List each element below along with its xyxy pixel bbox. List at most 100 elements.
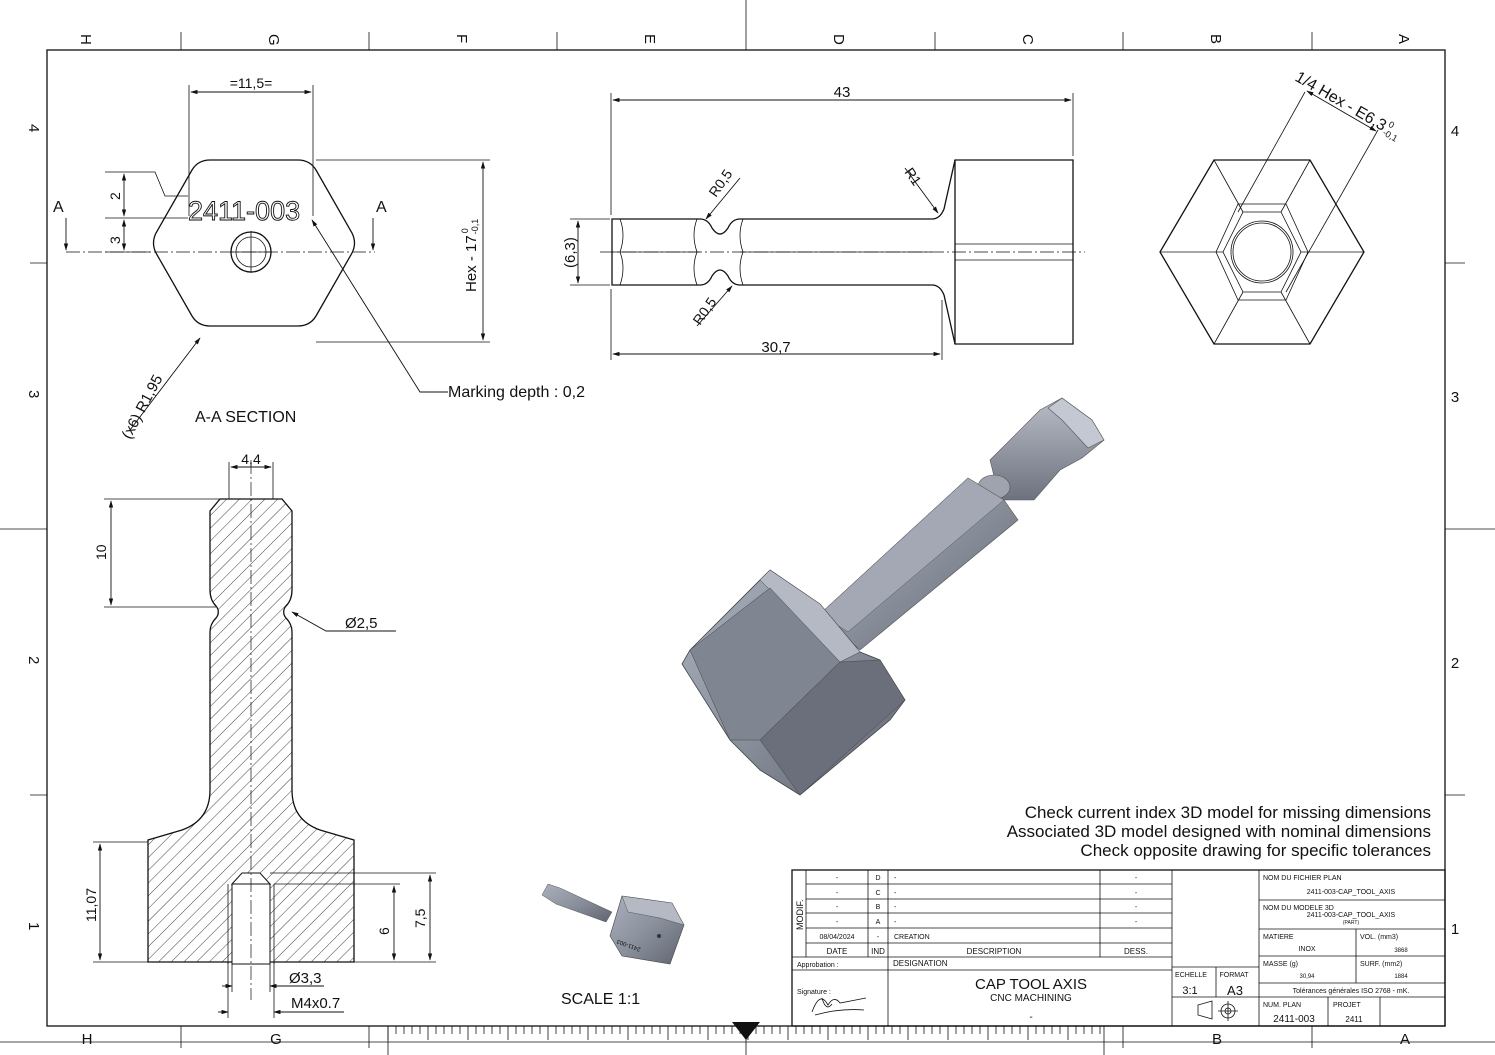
column-label-bottom: A [1400, 1031, 1410, 1048]
column-label-top: A [1395, 34, 1412, 44]
rev-date: - [836, 919, 839, 926]
rev-date: - [836, 890, 839, 897]
note-1: Check current index 3D model for missing… [1025, 803, 1431, 822]
signature-label: Signature : [797, 989, 831, 996]
rev-dess: - [1135, 875, 1138, 882]
num-plan: 2411-003 [1273, 1014, 1315, 1025]
column-label-bottom: H [82, 1031, 93, 1048]
echelle-value: 3:1 [1182, 985, 1197, 997]
row-label-left: 2 [25, 656, 42, 664]
col-ind: IND [871, 947, 885, 956]
rev-ind: A [876, 919, 881, 926]
rev-ind: B [876, 904, 881, 911]
length-shank: 30,7 [761, 339, 790, 356]
end-hex-label: 1/4 Hex - E6,30-0,1 [1292, 67, 1405, 144]
rev-desc: - [894, 919, 897, 926]
matiere-label: MATIERE [1263, 934, 1294, 941]
width-dim: =11,5= [230, 75, 273, 91]
row-label-right: 3 [1451, 389, 1459, 406]
vol-label: VOL. (mm3) [1360, 934, 1398, 941]
nom-modele-label: NOM DU MODELE 3D [1263, 905, 1334, 912]
dim-11-07: 11,07 [83, 888, 99, 922]
section-title: A-A SECTION [195, 409, 296, 426]
nom-modele-sub: (PART) [1343, 920, 1360, 926]
rev-date: - [836, 875, 839, 882]
approbation-label: Approbation : [797, 962, 839, 969]
bore-dia: Ø3,3 [289, 970, 322, 987]
top-width-dim: 4,4 [241, 451, 261, 467]
rev-ind: C [875, 890, 880, 897]
format-value: A3 [1227, 983, 1243, 998]
signature-scribble [811, 997, 867, 1016]
drawing-subtitle: CNC MACHINING [990, 993, 1072, 1004]
row-label-left: 3 [25, 390, 42, 398]
rev-desc: - [894, 904, 897, 911]
projection-symbol-icon [1197, 1000, 1238, 1021]
length-total: 43 [834, 84, 851, 101]
nom-modele: 2411-003-CAP_TOOL_AXIS [1307, 912, 1396, 919]
notes: Check current index 3D model for missing… [1007, 803, 1431, 860]
column-label-bottom: G [270, 1031, 282, 1048]
row-label-left: 4 [25, 124, 42, 132]
title-block: MODIF. - D - - - C - - - B - - - A - - 08/04/2024 - CREATI… [791, 869, 1446, 1027]
dim-2: 2 [107, 192, 123, 200]
note-2: Associated 3D model designed with nomina… [1007, 822, 1431, 841]
row-label-right: 4 [1451, 123, 1459, 140]
rev-date: - [836, 904, 839, 911]
r-top: R0,5 [705, 166, 735, 200]
echelle-label: ECHELLE [1175, 972, 1207, 979]
column-label-top: F [453, 34, 470, 43]
rev-date: 08/04/2024 [819, 934, 854, 941]
num-plan-label: NUM. PLAN [1263, 1002, 1301, 1009]
tolerances: Tolérances générales ISO 2768 - mK. [1293, 988, 1410, 995]
masse-label: MASSE (g) [1263, 961, 1298, 968]
rev-dess: - [1135, 919, 1138, 926]
rev-desc: CREATION [894, 934, 930, 941]
groove-dia: Ø2,5 [345, 615, 378, 632]
vol: 3868 [1394, 948, 1408, 954]
row-label-right: 2 [1451, 655, 1459, 672]
dim-6: 6 [376, 927, 392, 935]
col-date: DATE [827, 947, 848, 956]
dim-7-5: 7,5 [412, 908, 428, 928]
designation-dash: - [1029, 1012, 1032, 1023]
col-desc: DESCRIPTION [967, 947, 1022, 956]
column-label-top: C [1019, 34, 1036, 45]
rev-dess: - [1135, 904, 1138, 911]
section-view: 2411-003 =11,5= Hex - 170-0,1 2 3 A A (x… [53, 75, 585, 442]
designation-label: DESIGNATION [893, 959, 948, 968]
format-label: FORMAT [1219, 972, 1249, 979]
rev-ind: - [877, 934, 880, 941]
modif-label: MODIF. [795, 900, 805, 931]
side-view: 43 30,7 (6,3) R0,5 R0,5 R1 [562, 84, 1085, 360]
masse: 30,94 [1299, 974, 1315, 980]
column-label-top: H [77, 34, 94, 45]
thread-label: M4x0.7 [291, 995, 340, 1012]
radius-label: (x6) R1,95 [119, 372, 167, 442]
dim-3: 3 [107, 236, 123, 244]
rev-desc: - [894, 875, 897, 882]
scale-1-1-view: 2411-003 SCALE 1:1 [541, 883, 685, 1008]
hex-dim: Hex - 170-0,1 [460, 219, 480, 292]
isometric-3d-view [681, 397, 1105, 796]
long-section-view: 4,4 10 Ø2,5 11,07 6 7,5 Ø3,3 M4x0.7 [83, 451, 436, 1018]
scale-label: SCALE 1:1 [561, 991, 640, 1008]
r-bottom: R0,5 [689, 294, 719, 328]
column-label-top: B [1207, 34, 1224, 44]
column-label-top: E [641, 34, 658, 44]
nom-fichier: 2411-003-CAP_TOOL_AXIS [1307, 889, 1396, 896]
note-3: Check opposite drawing for specific tole… [1080, 841, 1431, 860]
dim-10: 10 [93, 544, 109, 560]
rev-ind: D [875, 875, 880, 882]
drawing-title: CAP TOOL AXIS [975, 976, 1087, 993]
rev-dess: - [1135, 890, 1138, 897]
column-label-bottom: B [1212, 1031, 1222, 1048]
row-label-left: 1 [25, 922, 42, 930]
col-dess: DESS. [1124, 947, 1148, 956]
projet-label: PROJET [1333, 1002, 1361, 1009]
nom-fichier-label: NOM DU FICHIER PLAN [1263, 875, 1342, 882]
surf-label: SURF. (mm2) [1360, 961, 1402, 968]
column-label-top: G [265, 34, 282, 46]
